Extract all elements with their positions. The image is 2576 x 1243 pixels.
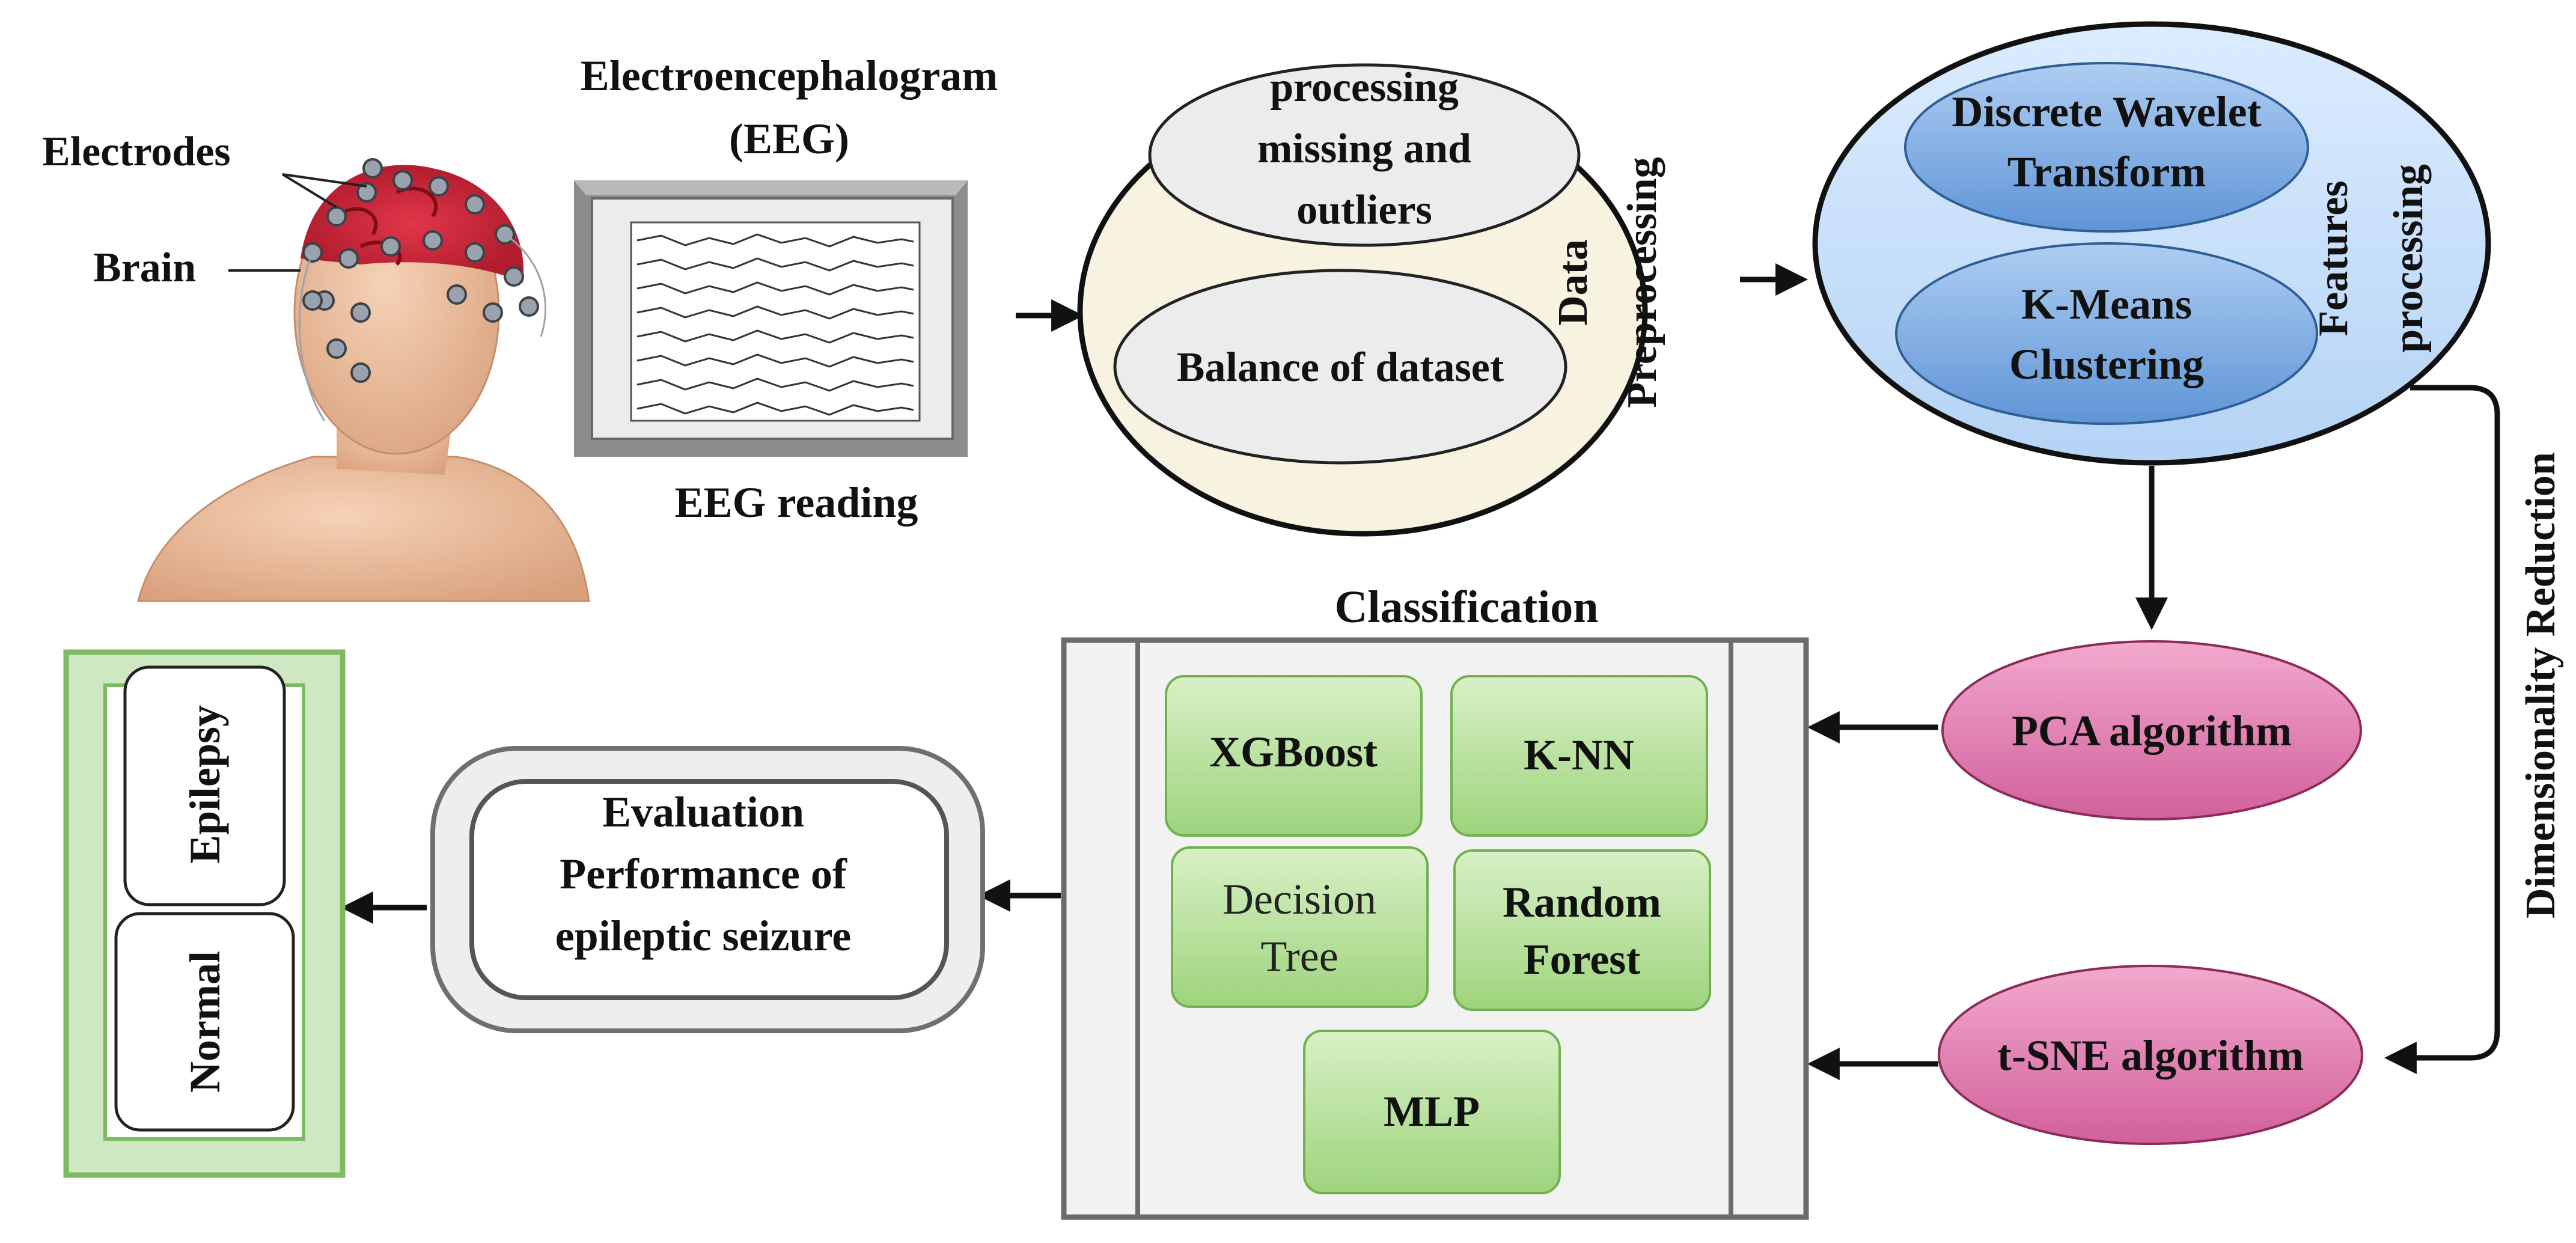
dimensionality-reduction-label: Dimensionality Reduction [2518,452,2564,918]
random-forest-line2: Forest [1524,935,1641,983]
mlp-model [1303,1030,1561,1194]
epilepsy-output [123,665,286,906]
eeg-monitor [574,180,968,457]
features-processing-block: Discrete Wavelet Transform K-Means Clust… [1812,21,2491,466]
features-processing-label-line2: processing [2385,164,2432,353]
balance-dataset-step [1113,269,1567,465]
data-preprocessing-label-line1: Data [1550,239,1596,326]
decision-tree-line1: Decision [1222,875,1376,923]
pca-label: PCA algorithm [2012,707,2292,755]
electrode-caps [302,158,539,383]
kmeans-step [1895,242,2318,425]
dwt-step [1904,62,2309,233]
balance-dataset-label: Balance of dataset [1177,344,1504,391]
evaluation-block: Evaluation Performance of epileptic seiz… [430,746,985,1033]
pca-node [1941,640,2362,820]
missing-outliers-line3: outliers [1296,187,1432,233]
epilepsy-label: Epilepsy [181,705,229,864]
classification-block: XGBoost K-NN Decision Tree Random Forest… [1061,637,1809,1220]
arrow-features-to-tsne [2384,385,2500,1074]
dwt-line2: Transform [2007,148,2206,196]
eeg-title-line1: Electroencephalogram [581,52,998,100]
missing-outliers-line1: processing [1270,64,1459,111]
decision-tree-model [1171,846,1429,1008]
normal-label: Normal [181,951,229,1093]
brain-label: Brain [93,245,196,291]
features-processing-label-line1: Features [2310,180,2357,336]
electrodes-label: Electrodes [42,129,231,175]
missing-outliers-line2: missing and [1257,126,1471,172]
classification-title: Classification [1334,582,1598,632]
electrodes-pointer-1 [281,173,338,209]
data-preprocessing-label-line2: Preprocessing [1619,157,1665,408]
dwt-line1: Discrete Wavelet [1952,88,2261,136]
evaluation-line1: Evaluation [602,788,804,836]
eeg-reading-label: EEG reading [675,478,918,527]
kmeans-line1: K-Means [2021,280,2192,328]
random-forest-line1: Random [1503,878,1661,926]
knn-model [1450,675,1708,837]
kmeans-line2: Clustering [2009,340,2204,388]
xgboost-model [1165,675,1423,837]
data-preprocessing-block: processing missing and outliers Balance … [1077,63,1665,537]
eeg-title-line2: (EEG) [729,115,849,163]
head-illustration [137,158,590,602]
tsne-label: t-SNE algorithm [1997,1031,2304,1080]
decision-tree-line2: Tree [1260,932,1338,980]
knn-label: K-NN [1524,731,1634,779]
mlp-label: MLP [1384,1087,1480,1135]
tsne-node [1938,965,2363,1145]
missing-outliers-step [1148,63,1581,247]
xgboost-label: XGBoost [1209,728,1378,776]
output-block: Epilepsy Normal [63,649,346,1178]
electrodes-pointer-2 [282,173,367,188]
evaluation-line3: epileptic seizure [555,912,852,960]
evaluation-line2: Performance of [560,850,847,898]
eeg-waveforms [636,233,914,416]
normal-output [114,912,295,1132]
random-forest-model [1453,849,1711,1011]
